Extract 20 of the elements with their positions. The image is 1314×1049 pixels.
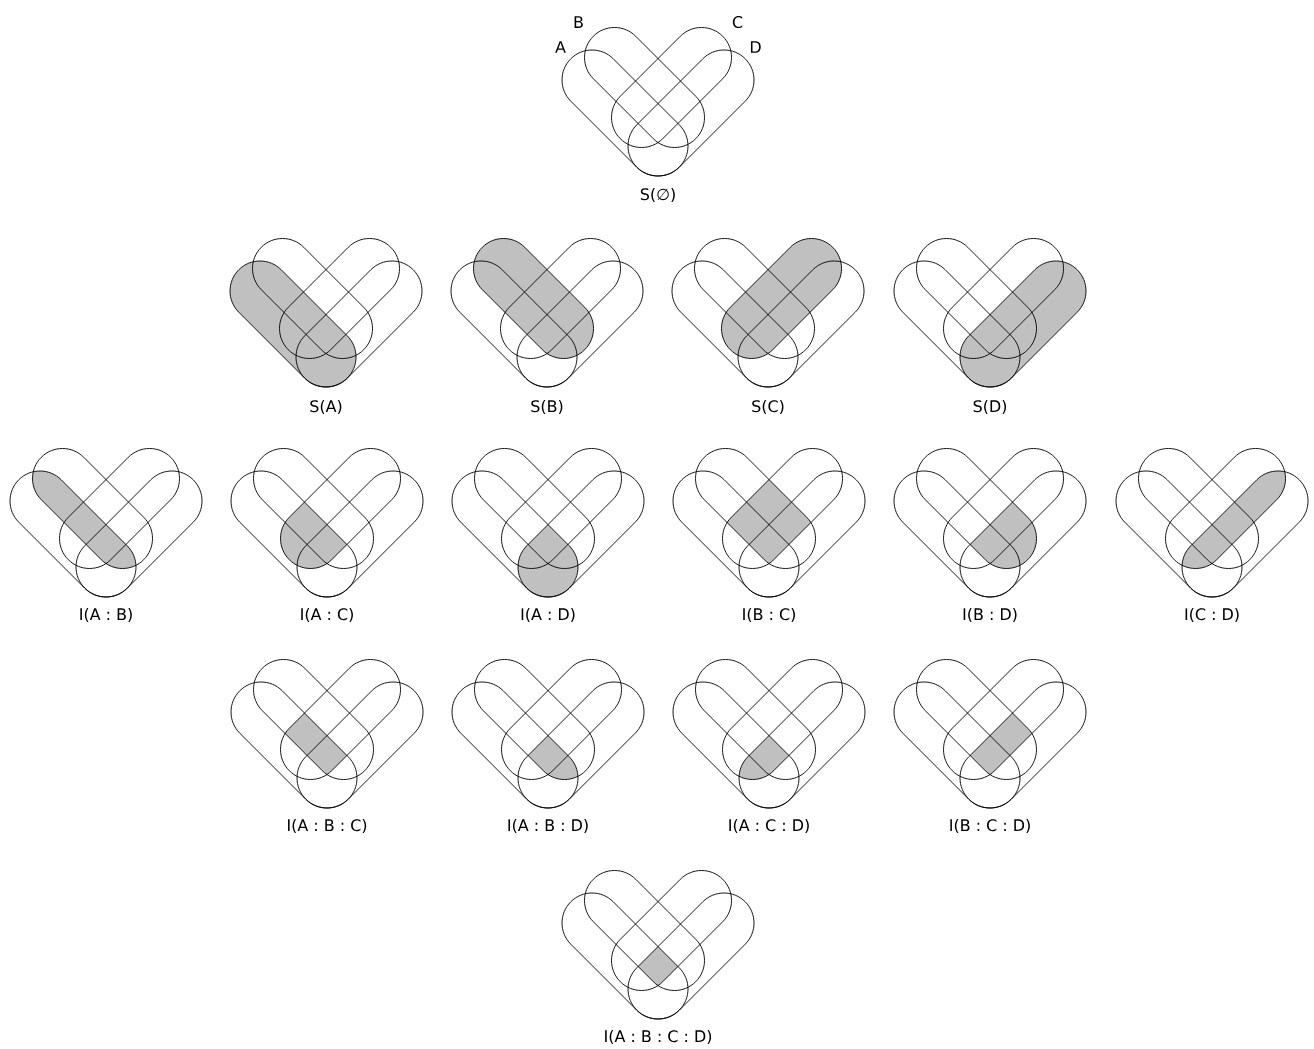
diagram-caption: S(D) [973, 399, 1007, 415]
diagram-caption: I(A : B : C : D) [605, 1029, 712, 1045]
diagram-caption: I(A : C) [301, 607, 353, 623]
diagram-caption: I(B : D) [963, 607, 1017, 623]
diagram-caption: I(C : D) [1185, 607, 1239, 623]
diagram-caption: S(B) [531, 399, 563, 415]
set-label: A [555, 41, 566, 53]
diagram-caption: S(C) [752, 399, 784, 415]
diagram-caption: I(A : B) [80, 607, 132, 623]
diagram-caption: I(B : C : D) [950, 818, 1030, 834]
set-label: B [574, 16, 583, 28]
diagram-caption: I(A : B : D) [508, 818, 588, 834]
diagram-caption: I(A : D) [521, 607, 575, 623]
set-label: D [750, 41, 761, 53]
diagram-caption: I(A : C : D) [729, 818, 809, 834]
diagram-caption: S(∅) [640, 187, 675, 203]
diagram-caption: I(B : C) [743, 607, 795, 623]
diagram-caption: S(A) [310, 399, 342, 415]
diagram-caption: I(A : B : C) [288, 818, 367, 834]
set-label: C [732, 16, 743, 29]
